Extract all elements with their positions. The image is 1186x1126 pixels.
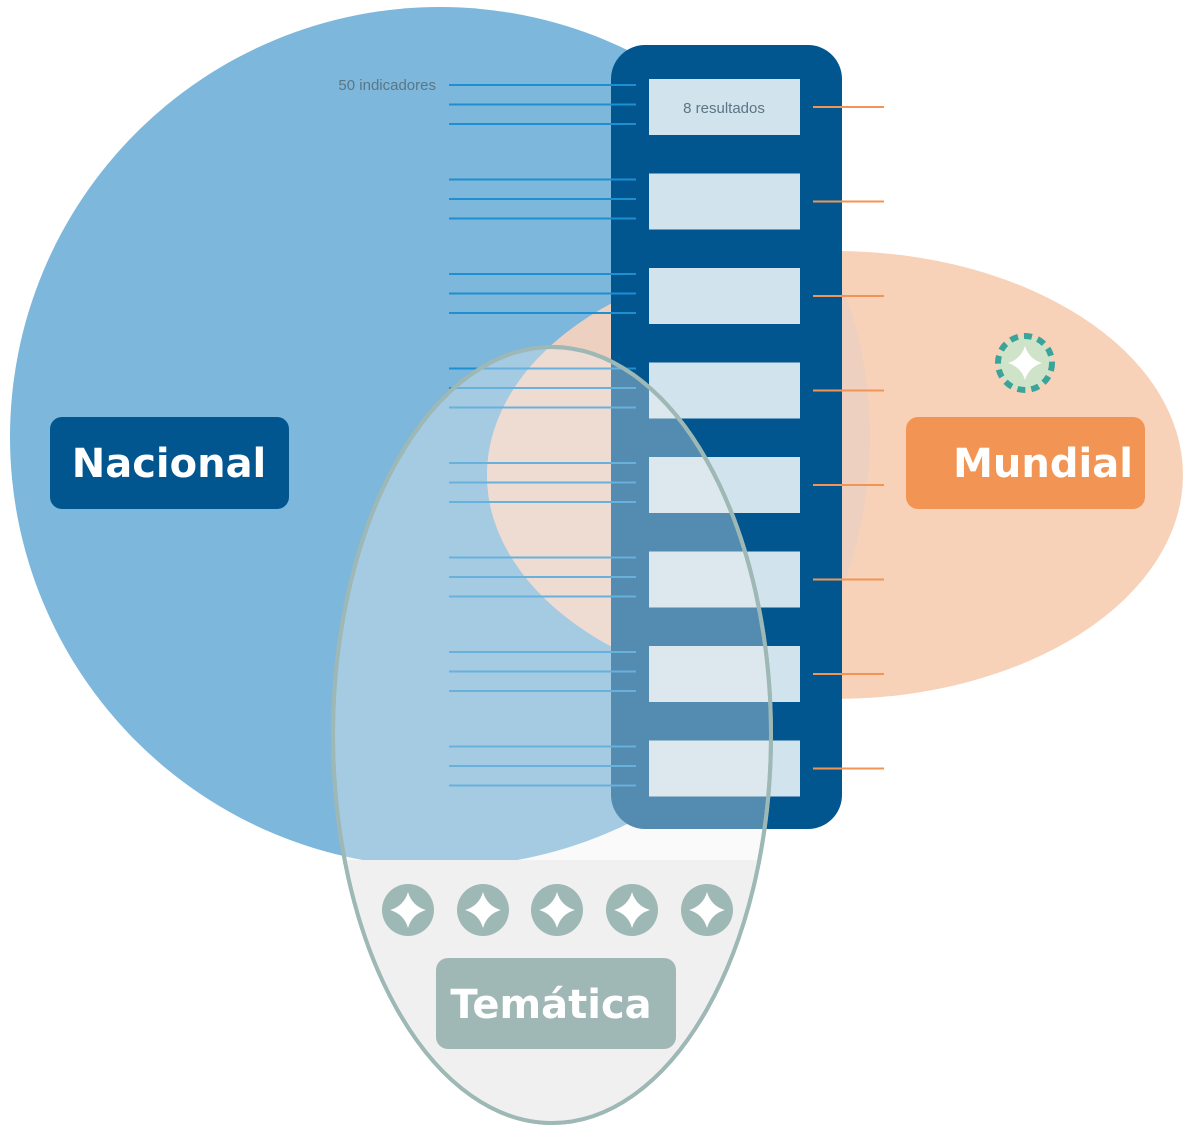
result-box <box>649 173 800 230</box>
link-lines <box>813 106 884 770</box>
result-box <box>649 740 800 797</box>
result-box <box>649 268 800 324</box>
nacional-label-box <box>50 417 289 509</box>
result-box <box>649 457 800 513</box>
tematica-label-box <box>436 958 676 1049</box>
theme-icon-5 <box>681 884 733 936</box>
indicator-lines <box>449 84 636 787</box>
result-box <box>649 646 800 702</box>
tematica-outline <box>331 345 773 1125</box>
result-box <box>649 362 800 419</box>
results-column <box>611 45 842 829</box>
result-box <box>649 551 800 608</box>
theme-icon-4 <box>606 884 658 936</box>
results-label: 8 resultados <box>683 100 765 117</box>
tematica-icons <box>382 884 733 936</box>
theme-icon-1 <box>382 884 434 936</box>
result-box <box>649 79 800 135</box>
mundial-label-box <box>906 417 1145 509</box>
nacional-label: Nacional <box>72 441 267 487</box>
theme-icon-2 <box>457 884 509 936</box>
result-boxes <box>649 79 800 797</box>
theme-icon-3 <box>531 884 583 936</box>
sdg-wheel-icon <box>995 333 1055 393</box>
tematica-label: Temática <box>450 982 651 1028</box>
mundial-label: Mundial <box>953 441 1133 487</box>
indicators-label: 50 indicadores <box>338 77 436 94</box>
